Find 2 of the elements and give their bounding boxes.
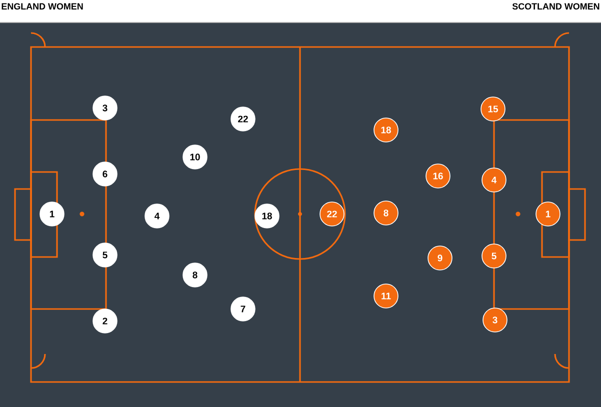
team-name: SCOTLAND WOMEN: [512, 3, 600, 10]
team-name: ENGLAND WOMEN: [2, 3, 83, 10]
